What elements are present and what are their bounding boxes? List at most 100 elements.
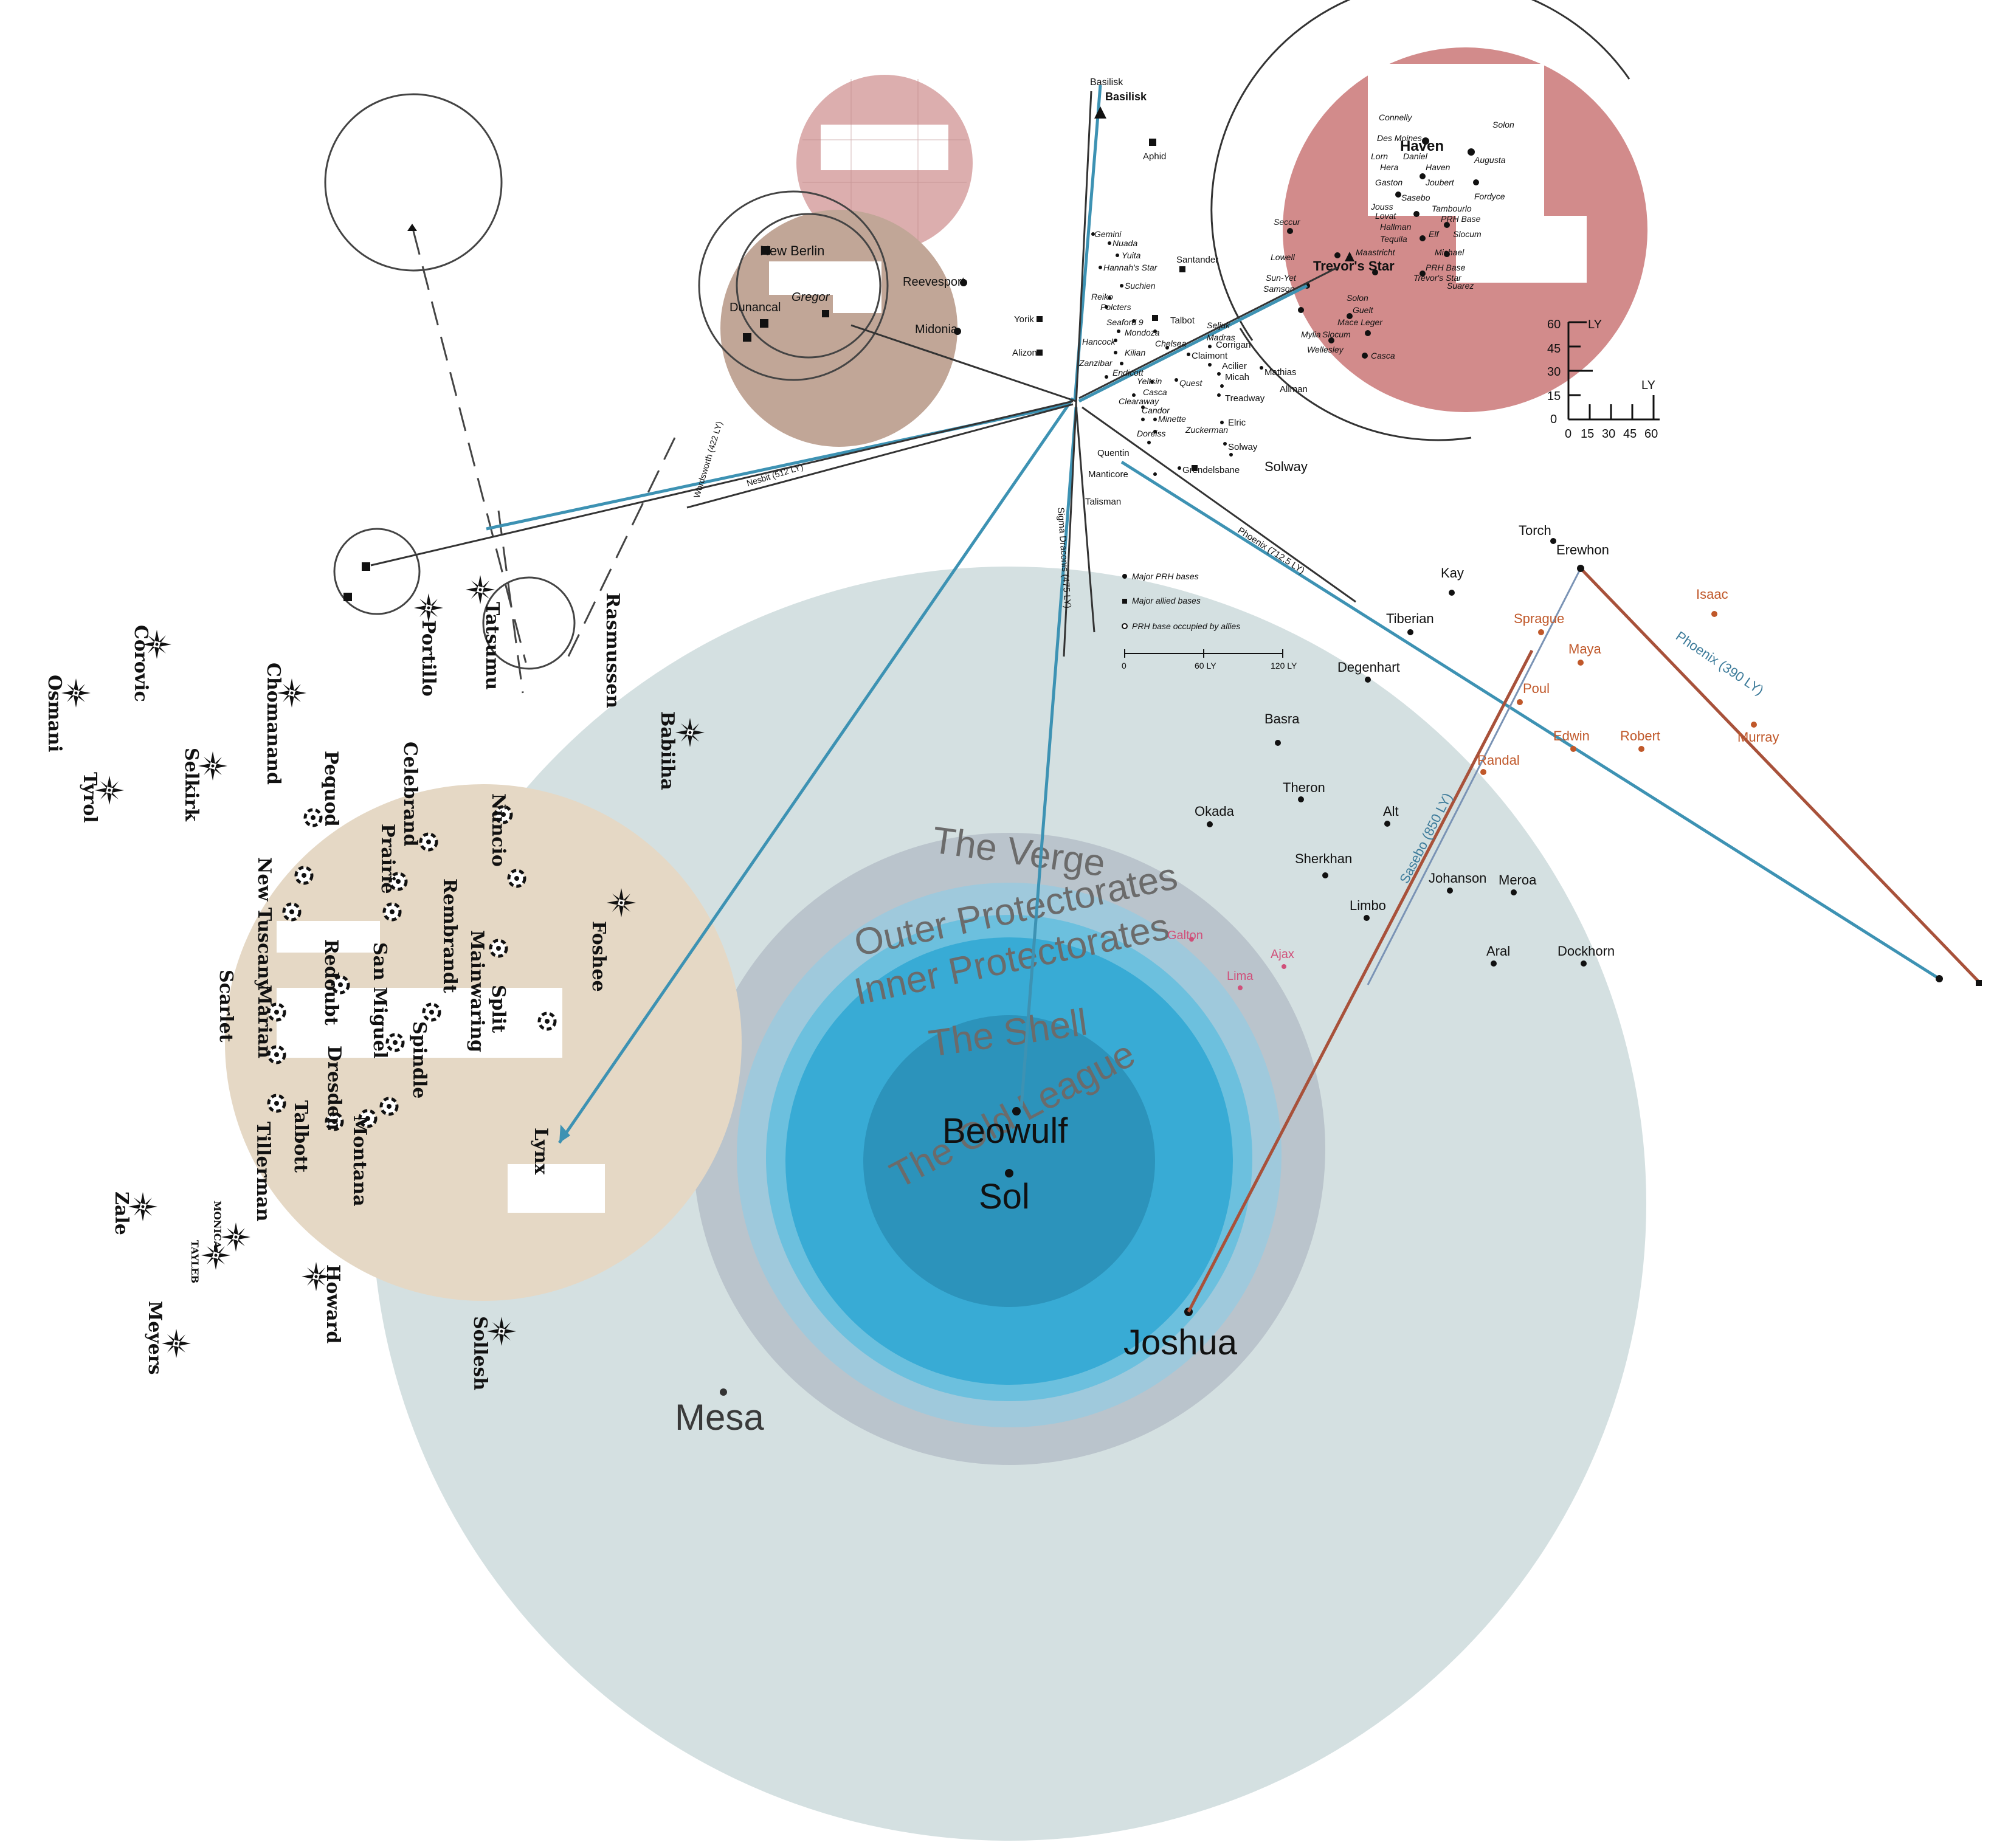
new-berlin-label: New Berlin [760, 243, 824, 258]
tatsumu-label: Tatsumu [481, 602, 503, 690]
solway-label: Solway [1264, 459, 1308, 474]
pink-star-dots [1189, 937, 1286, 990]
legend-scale-120: 120 LY [1271, 661, 1297, 671]
dashed-routes [412, 230, 676, 694]
haven-scale-x-45: 45 [1623, 427, 1637, 441]
montana-label: Montana [349, 1115, 370, 1207]
gregor-label: Gregor [792, 291, 830, 304]
alt-label: Alt [1383, 804, 1399, 819]
kay-label: Kay [1441, 565, 1464, 581]
beowulf-label: Beowulf [942, 1111, 1068, 1151]
allman-label: Allman [1280, 384, 1308, 395]
elf-label: Elf [1429, 229, 1440, 239]
redaction-block [1368, 64, 1544, 216]
endicott-label: Endicott [1113, 368, 1144, 378]
basilisk-label: Basilisk [1090, 77, 1123, 88]
basra-label: Basra [1264, 711, 1300, 726]
doreiss-label: Doreiss [1137, 429, 1165, 438]
meroa-label: Meroa [1499, 872, 1537, 888]
pequod-label: Pequod [320, 751, 342, 827]
legend-scale-60: 60 LY [1195, 661, 1216, 671]
mesa-label: Mesa [675, 1397, 764, 1438]
minette-label: Minette [1158, 414, 1186, 424]
theron-label: Theron [1283, 780, 1325, 795]
limbo-label: Limbo [1350, 898, 1386, 913]
redaction-block [508, 1164, 605, 1213]
tillerman-label: Tillerman [252, 1122, 274, 1222]
redaction-block [833, 267, 881, 313]
lovat-label: Lovat [1375, 211, 1396, 221]
solon2-label: Solon [1347, 293, 1368, 303]
hera-label: Hera [1380, 162, 1399, 172]
route-end-dot [1936, 975, 1943, 982]
polcters-label: Polcters [1100, 302, 1131, 312]
sollesh-label: Sollesh [469, 1316, 491, 1390]
hallman-label: Hallman [1380, 222, 1412, 232]
haven-scale-ly-top: LY [1588, 318, 1602, 331]
sherkhan-label: Sherkhan [1295, 851, 1352, 866]
meyers-label: Meyers [144, 1301, 165, 1375]
suchien-label: Suchien [1125, 281, 1156, 291]
tayleb-label: TAYLEB [189, 1240, 201, 1283]
prh-base-label: PRH Base [1441, 214, 1481, 224]
dark-routes [370, 91, 1356, 657]
osmani-label: Osmani [44, 675, 65, 752]
monica-label: MONICA [212, 1201, 223, 1249]
seaford9-label: Seaford 9 [1106, 317, 1144, 327]
silesia-sphere-1 [698, 190, 889, 381]
sasebo-label: Sasebo [1401, 193, 1430, 202]
casca-haven-label: Casca [1371, 351, 1395, 360]
galton-label: Galton [1167, 929, 1203, 942]
old-league-core [863, 1015, 1155, 1307]
tiberian-label: Tiberian [1386, 611, 1434, 626]
split-label: Split [488, 985, 509, 1033]
grendelsbane-label: Grendelsbane [1182, 465, 1240, 475]
rasmussen-label: Rasmussen [602, 593, 623, 708]
manticore-hub-dots [1037, 232, 1263, 476]
joshua-label: Joshua [1123, 1323, 1238, 1362]
redaction-block [1456, 216, 1587, 283]
johanson-label: Johanson [1429, 871, 1486, 886]
joubert-label: Joubert [1425, 178, 1455, 187]
legend-allied-label: Major allied bases [1132, 596, 1201, 605]
gaston-label: Gaston [1375, 178, 1402, 187]
haven2-label: Haven [1426, 162, 1451, 172]
mace-leger-label: Mace Leger [1337, 317, 1383, 327]
suarez-label: Suarez [1447, 281, 1474, 291]
degenhart-label: Degenhart [1337, 660, 1400, 675]
clearaway-label: Clearaway [1119, 396, 1159, 406]
legend-scale-0: 0 [1122, 661, 1126, 671]
legend-prh-label: Major PRH bases [1132, 571, 1199, 581]
ajax-label: Ajax [1271, 948, 1294, 961]
legend-occupied-label: PRH base occupied by allies [1132, 621, 1240, 631]
quest-label: Quest [1179, 378, 1202, 388]
trevors-star-icon [1345, 252, 1354, 261]
talbott-label: Talbott [290, 1100, 311, 1173]
tequila-label: Tequila [1380, 234, 1407, 244]
base-legend [1122, 574, 1283, 658]
haven-outer-arc [1210, 0, 1630, 341]
haven-scale-y-30: 30 [1547, 365, 1561, 379]
haven-scale-y-15: 15 [1547, 390, 1561, 403]
lowell-label: Lowell [1271, 252, 1295, 262]
fordyce-label: Fordyce [1474, 191, 1505, 201]
claimont-label: Claimont [1192, 351, 1228, 361]
robert-label: Robert [1620, 728, 1660, 743]
talisman-label: Talisman [1085, 497, 1121, 507]
haven-scale-x-60: 60 [1644, 427, 1658, 441]
sol-dot [1005, 1169, 1013, 1177]
chelsea-label: Chelsea [1155, 339, 1187, 348]
maya-label: Maya [1568, 641, 1602, 657]
sol-label: Sol [979, 1177, 1030, 1216]
redaction-block [821, 125, 948, 170]
haven-scale-x-30: 30 [1602, 427, 1615, 441]
right-star-dots [1207, 538, 1587, 967]
basilisk-triangle-icon [1094, 106, 1106, 119]
augusta-label: Augusta [1474, 155, 1506, 165]
route-end-mark [1976, 980, 1982, 986]
wellesley-label: Wellesley [1307, 345, 1344, 354]
hannahs-star-label: Hannah's Star [1103, 263, 1158, 272]
midonia-label: Midonia [915, 323, 958, 336]
new-tuscany-label: New Tuscany [254, 857, 275, 991]
